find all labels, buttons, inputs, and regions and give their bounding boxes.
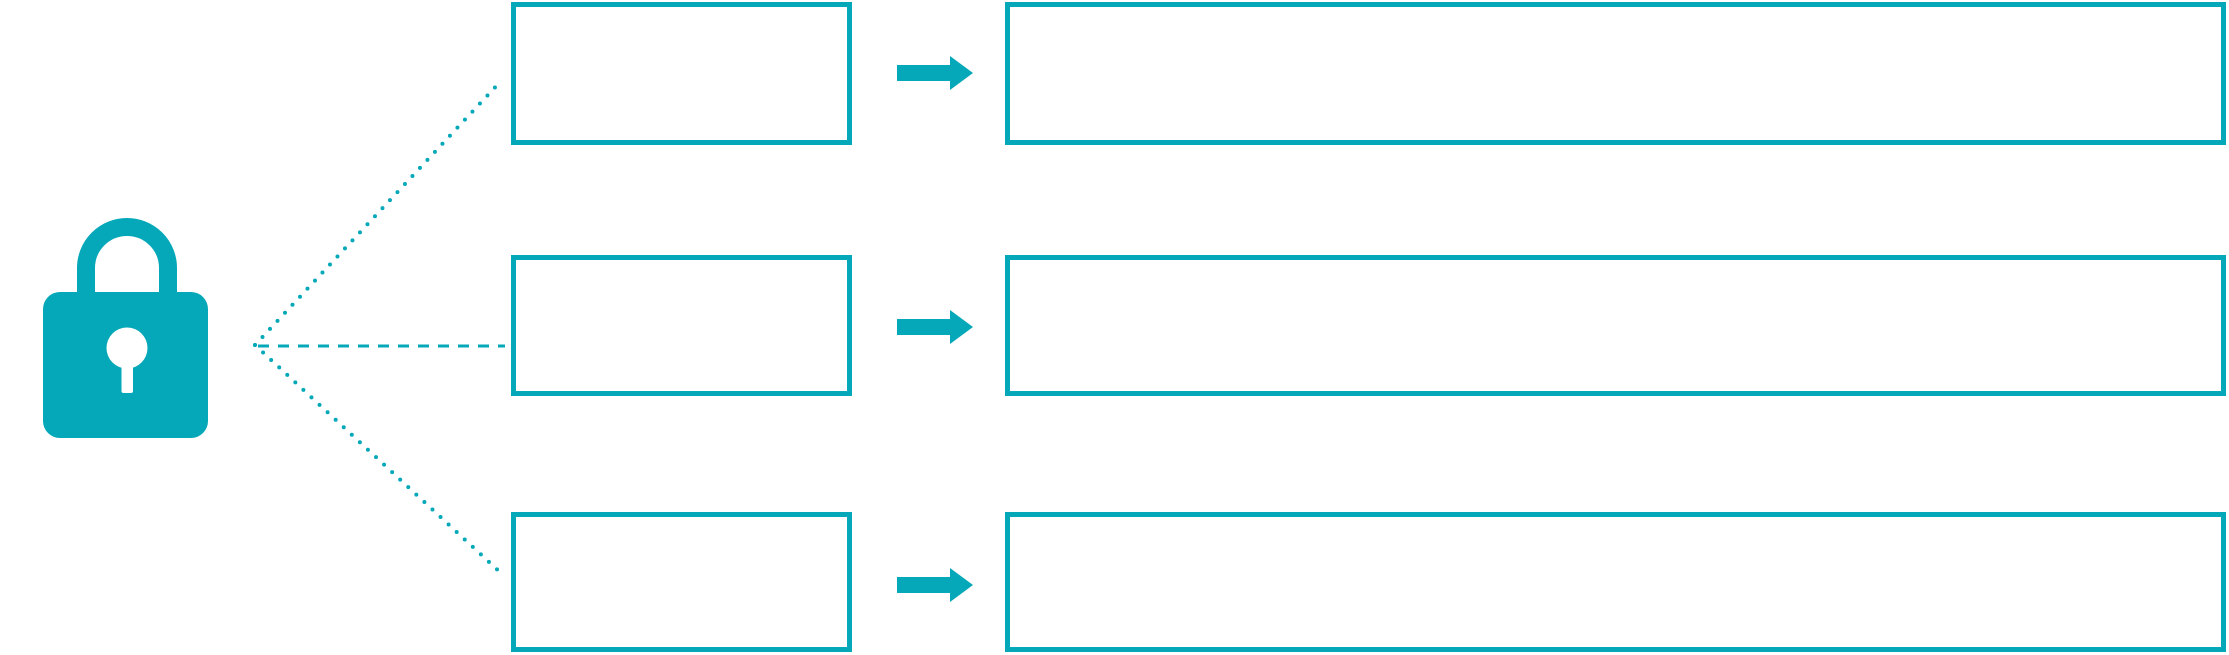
description-box-1	[1005, 2, 2226, 145]
right-arrow-icon	[897, 568, 973, 602]
right-arrow-icon	[897, 56, 973, 90]
lock-shackle	[77, 218, 177, 300]
description-box-3	[1005, 512, 2226, 652]
description-box-2	[1005, 255, 2226, 396]
right-arrow-shape	[897, 568, 973, 602]
connector-line-bottom	[253, 343, 504, 576]
lock-keyhole-stem	[121, 348, 133, 393]
label-box-3	[511, 512, 852, 652]
lock-icon	[43, 218, 208, 438]
label-box-1	[511, 2, 852, 145]
right-arrow-shape	[897, 310, 973, 344]
connector-line-top	[253, 80, 502, 347]
right-arrow-icon	[897, 310, 973, 344]
right-arrow-shape	[897, 56, 973, 90]
label-box-2	[511, 255, 852, 396]
